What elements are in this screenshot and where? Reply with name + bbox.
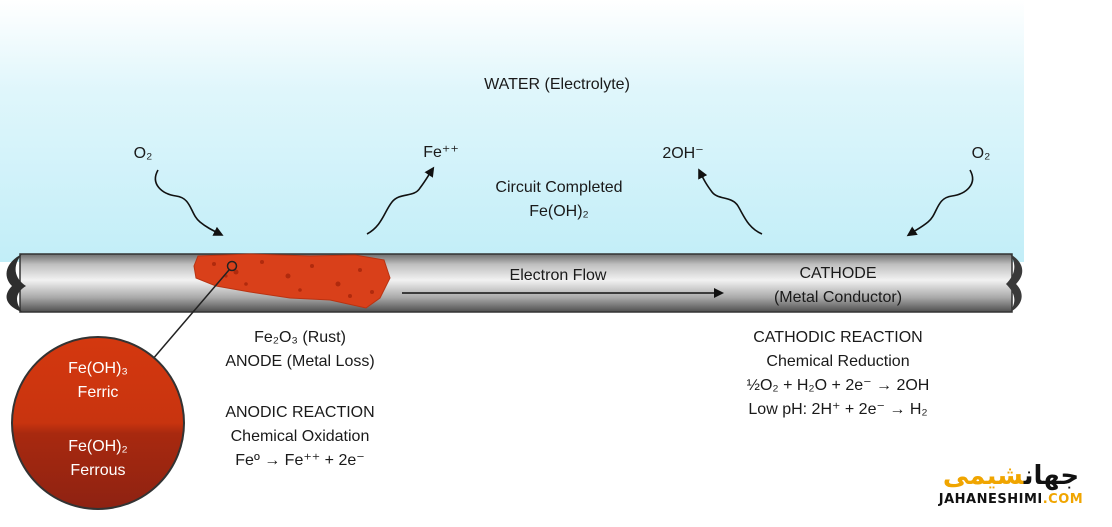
cathodic-reaction: CATHODIC REACTION Chemical Reduction ½O₂…	[747, 326, 930, 422]
cathode-line1: CATHODE	[799, 265, 877, 282]
ferrous-line1: Fe(OH)₂	[68, 438, 128, 455]
water-label: WATER (Electrolyte)	[484, 76, 630, 93]
rust-speckles	[212, 260, 374, 298]
circuit-line1: Circuit Completed	[495, 179, 623, 196]
circuit-label: Circuit Completed Fe(OH)₂	[495, 176, 622, 224]
electron-flow-label: Electron Flow	[509, 267, 607, 284]
cathode-label: CATHODE (Metal Conductor)	[774, 262, 902, 310]
logo-latin: JAHANESHIMI.COM	[934, 492, 1088, 507]
o2-left-arrow	[154, 169, 224, 236]
anodic-line2: Chemical Oxidation	[230, 428, 370, 445]
anode-info: Fe₂O₃ (Rust) ANODE (Metal Loss)	[225, 326, 374, 374]
rust-magnified-circle	[11, 336, 185, 510]
anodic-reaction: ANODIC REACTION Chemical Oxidation Feº →…	[225, 401, 374, 473]
hydroxide-arrow	[698, 168, 763, 235]
logo-latin-main: JAHANESHIMI	[938, 492, 1043, 507]
fe-ion-arrow	[366, 166, 435, 235]
ferrous-line2: Ferrous	[70, 462, 126, 479]
brand-logo: جهانشیمی JAHANESHIMI.COM	[934, 460, 1088, 516]
rust-pointer-dot	[226, 260, 238, 272]
ferric-label: Fe(OH)₃ Ferric	[68, 357, 128, 405]
o2-right-arrow	[906, 169, 974, 237]
circuit-line2: Fe(OH)₂	[529, 203, 589, 220]
anodic-line3: Feº → Fe⁺⁺ + 2e⁻	[235, 452, 365, 469]
logo-persian-main: جهان	[1023, 461, 1080, 491]
ferrous-label: Fe(OH)₂ Ferrous	[68, 435, 128, 483]
rust-pointer-line	[151, 269, 230, 361]
cathodic-line1: CATHODIC REACTION	[753, 329, 923, 346]
anode-line1: Fe₂O₃ (Rust)	[254, 329, 346, 346]
rust-patch	[193, 253, 391, 309]
anodic-line1: ANODIC REACTION	[225, 404, 375, 421]
cathode-line2: (Metal Conductor)	[773, 289, 903, 306]
fe-ion-label: Fe⁺⁺	[423, 144, 459, 161]
logo-persian: جهانشیمی	[934, 460, 1088, 492]
logo-latin-suffix: .COM	[1042, 492, 1084, 507]
cathodic-line3: ½O₂ + H₂O + 2e⁻ → 2OH	[746, 377, 930, 394]
cathodic-line4: Low pH: 2H⁺ + 2e⁻ → H₂	[748, 401, 928, 418]
ferric-line1: Fe(OH)₃	[68, 360, 128, 377]
ferric-line2: Ferric	[77, 384, 119, 401]
hydroxide-label: 2OH⁻	[662, 145, 704, 162]
o2-left-label: O₂	[133, 145, 153, 162]
water-background	[0, 0, 1024, 262]
logo-persian-accent: شیمی	[942, 461, 1024, 491]
anode-line2: ANODE (Metal Loss)	[225, 353, 375, 370]
cathodic-line2: Chemical Reduction	[766, 353, 910, 370]
o2-right-label: O₂	[971, 145, 991, 162]
